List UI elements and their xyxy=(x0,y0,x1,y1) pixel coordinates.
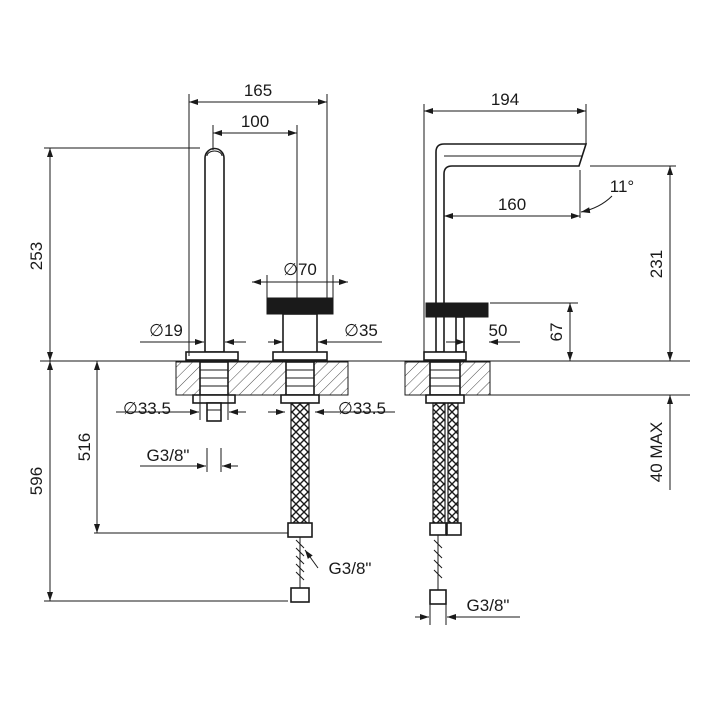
label-dia-33-5-left: ∅33.5 xyxy=(123,399,171,418)
label-231: 231 xyxy=(647,250,666,278)
label-40-max: 40 MAX xyxy=(647,422,666,482)
mixer-hose-end xyxy=(290,587,310,603)
side-hose-fitting-1 xyxy=(429,522,447,536)
label-50: 50 xyxy=(489,321,508,340)
label-dia-35: ∅35 xyxy=(344,321,378,340)
label-194: 194 xyxy=(491,90,519,109)
label-253: 253 xyxy=(27,242,46,270)
side-hose-1 xyxy=(432,402,446,524)
label-516: 516 xyxy=(75,433,94,461)
mixer-hose-fitting xyxy=(287,522,313,538)
label-67: 67 xyxy=(547,323,566,342)
label-thread-left: G3/8" xyxy=(147,446,190,465)
mixer-assembly xyxy=(266,297,334,603)
label-thread-right: G3/8" xyxy=(467,596,510,615)
dim-line-thread-mid xyxy=(304,549,319,569)
dimension-labels: 165 100 253 ∅70 ∅19 ∅35 ∅33.5 ∅33.5 G3/8… xyxy=(27,81,666,615)
dimension-lines xyxy=(47,99,673,620)
label-dia-19: ∅19 xyxy=(149,321,183,340)
label-dia-70: ∅70 xyxy=(283,260,317,279)
label-angle-11: 11° xyxy=(610,177,634,196)
side-hose-fitting-2 xyxy=(446,522,462,536)
spout-connector xyxy=(206,402,222,422)
mixer-handle xyxy=(266,297,334,315)
label-596: 596 xyxy=(27,467,46,495)
side-elevation xyxy=(423,143,588,605)
side-handle xyxy=(425,302,489,318)
mixer-escutcheon xyxy=(272,351,328,361)
label-100: 100 xyxy=(241,112,269,131)
label-160: 160 xyxy=(498,195,526,214)
side-hose-2 xyxy=(447,402,459,524)
spout-tube xyxy=(204,147,225,353)
dim-arc-11 xyxy=(580,195,613,214)
side-nut xyxy=(425,394,465,404)
side-spout xyxy=(435,143,588,353)
side-handle-stem xyxy=(455,316,465,353)
mixer-body xyxy=(282,313,318,355)
side-hose-end xyxy=(429,589,447,605)
spout-escutcheon xyxy=(185,351,239,361)
mixer-nut xyxy=(280,394,320,404)
label-dia-33-5-right: ∅33.5 xyxy=(338,399,386,418)
mixer-hose xyxy=(290,402,310,524)
spout-nut xyxy=(192,394,236,404)
extension-lines xyxy=(44,94,676,625)
label-165: 165 xyxy=(244,81,272,100)
spout-assembly xyxy=(185,147,239,422)
label-thread-mid: G3/8" xyxy=(329,559,372,578)
side-escutcheon xyxy=(423,351,467,361)
